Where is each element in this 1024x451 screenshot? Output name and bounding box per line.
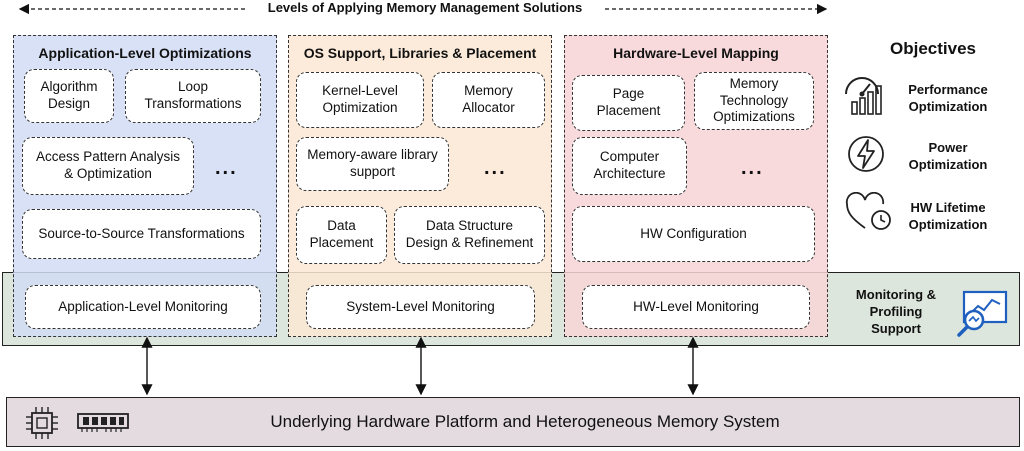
levels-title: Levels of Applying Memory Management Sol… bbox=[267, 0, 583, 15]
os-support-title: OS Support, Libraries & Placement bbox=[303, 45, 537, 61]
hardware-mapping-panel: Hardware-Level Mapping Page Placement Me… bbox=[564, 35, 828, 337]
source-to-source-box: Source-to-Source Transformations bbox=[22, 209, 261, 259]
monitor-magnifier-icon bbox=[957, 290, 1008, 337]
computer-architecture-box: Computer Architecture bbox=[572, 137, 687, 195]
speedometer-bars-icon bbox=[845, 77, 882, 115]
levels-double-arrow bbox=[18, 3, 828, 15]
objective-hw-lifetime-label: HW Lifetime Optimization bbox=[908, 200, 988, 232]
memory-aware-library-box: Memory-aware library support bbox=[296, 137, 449, 191]
system-monitoring-box: System-Level Monitoring bbox=[306, 285, 535, 329]
hw-ellipsis: ... bbox=[741, 157, 764, 179]
application-level-title: Application-Level Optimizations bbox=[38, 45, 252, 61]
hw-monitoring-box: HW-Level Monitoring bbox=[582, 285, 810, 329]
application-level-panel: Application-Level Optimizations Algorith… bbox=[13, 35, 277, 337]
hardware-platform-bar bbox=[6, 397, 1020, 447]
kernel-optimization-box: Kernel-Level Optimization bbox=[296, 72, 424, 128]
memory-allocator-box: Memory Allocator bbox=[432, 72, 545, 128]
objectives-title: Objectives bbox=[890, 39, 976, 58]
access-pattern-box: Access Pattern Analysis & Optimization bbox=[22, 137, 194, 195]
cpu-chip-icon bbox=[26, 407, 58, 439]
hardware-mapping-title: Hardware-Level Mapping bbox=[613, 45, 779, 61]
os-ellipsis: ... bbox=[484, 157, 507, 179]
memory-technology-box: Memory Technology Optimizations bbox=[694, 72, 814, 130]
platform-connectors bbox=[141, 336, 699, 396]
data-structure-box: Data Structure Design & Refinement bbox=[394, 206, 545, 264]
hw-configuration-box: HW Configuration bbox=[572, 206, 815, 262]
platform-label: Underlying Hardware Platform and Heterog… bbox=[270, 412, 780, 431]
monitoring-profiling-label: Monitoring & Profiling Support bbox=[855, 287, 937, 336]
page-placement-box: Page Placement bbox=[572, 75, 685, 131]
application-monitoring-box: Application-Level Monitoring bbox=[25, 285, 261, 329]
lightning-icon bbox=[848, 136, 884, 172]
heart-clock-icon bbox=[845, 192, 891, 230]
application-ellipsis: ... bbox=[215, 157, 238, 179]
objective-power-label: Power Optimization bbox=[908, 140, 988, 172]
objective-performance-label: Performance Optimization bbox=[908, 82, 988, 114]
algorithm-design-box: Algorithm Design bbox=[24, 69, 114, 123]
loop-transformations-box: Loop Transformations bbox=[125, 69, 261, 123]
memory-module-icon bbox=[77, 413, 129, 432]
data-placement-box: Data Placement bbox=[296, 206, 387, 264]
os-support-panel: OS Support, Libraries & Placement Kernel… bbox=[288, 35, 552, 337]
